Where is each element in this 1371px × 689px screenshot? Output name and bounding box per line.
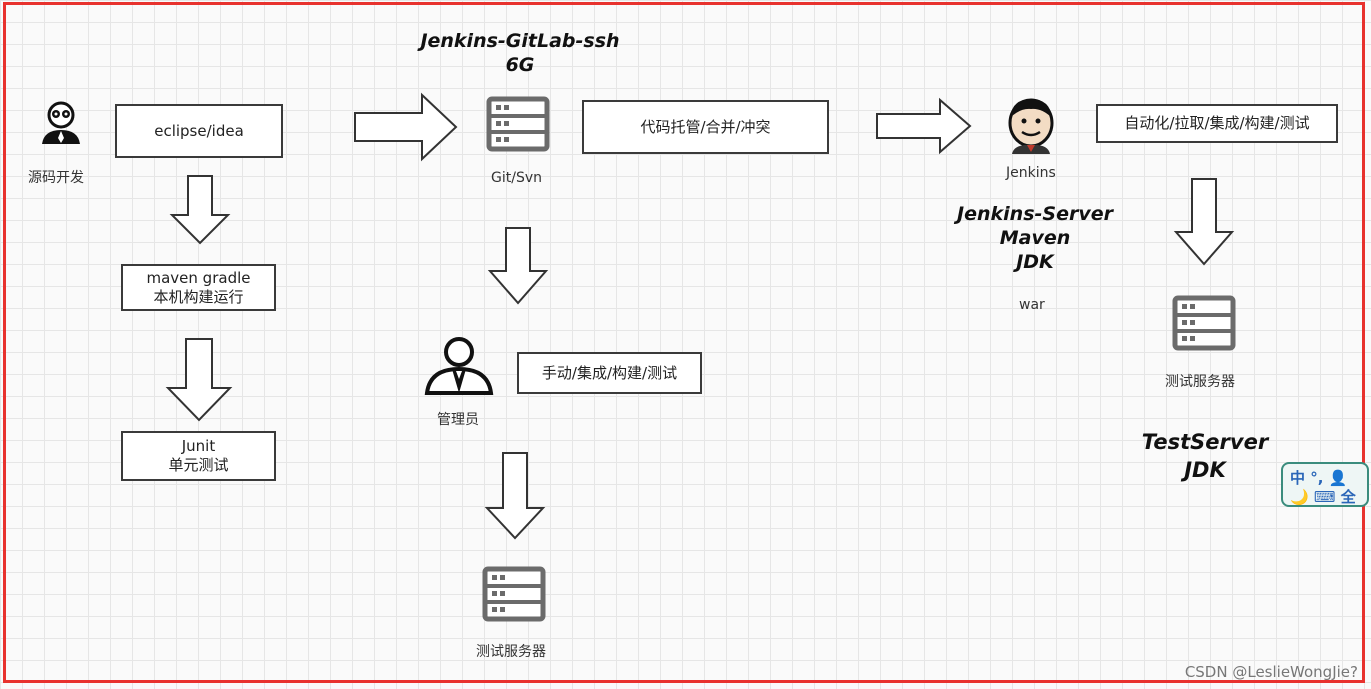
- arrow-down-2: [165, 338, 233, 422]
- war-label: war: [1019, 297, 1045, 313]
- jenkins-icon: [1008, 98, 1054, 154]
- dev-label: 源码开发: [28, 170, 84, 186]
- jenkins-server-title: Jenkins-Server Maven JDK: [957, 203, 1113, 273]
- auto-box: 自动化/拉取/集成/构建/测试: [1096, 104, 1338, 143]
- arrow-down-3: [487, 227, 549, 305]
- arrow-down-1: [169, 175, 231, 245]
- code-hosting-box: 代码托管/合并/冲突: [582, 100, 829, 154]
- ime-row1[interactable]: 中 °, 👤: [1290, 469, 1348, 487]
- ime-toolbar[interactable]: 中 °, 👤 🌙 ⌨ 全: [1281, 462, 1369, 507]
- test-server-label-mid: 测试服务器: [476, 644, 546, 660]
- git-label: Git/Svn: [491, 170, 542, 186]
- csdn-watermark: CSDN @LeslieWongJie?: [1184, 663, 1358, 681]
- test-server-label-right: 测试服务器: [1165, 374, 1235, 390]
- arrow-down-4: [484, 452, 546, 540]
- manual-box: 手动/集成/构建/测试: [517, 352, 702, 394]
- arrow-right-1: [354, 92, 458, 162]
- arrow-right-2: [876, 97, 972, 155]
- developer-icon: [42, 101, 80, 144]
- ime-row2[interactable]: 🌙 ⌨ 全: [1290, 488, 1356, 506]
- eclipse-box: eclipse/idea: [115, 104, 283, 158]
- test-server-icon-mid: [482, 566, 546, 622]
- admin-icon: [424, 337, 494, 395]
- admin-label: 管理员: [437, 412, 479, 428]
- jenkins-label: Jenkins: [1006, 165, 1056, 181]
- red-frame: [3, 2, 1365, 683]
- git-server-icon: [486, 96, 550, 152]
- test-server-icon-right: [1172, 295, 1236, 351]
- arrow-down-5: [1173, 178, 1235, 266]
